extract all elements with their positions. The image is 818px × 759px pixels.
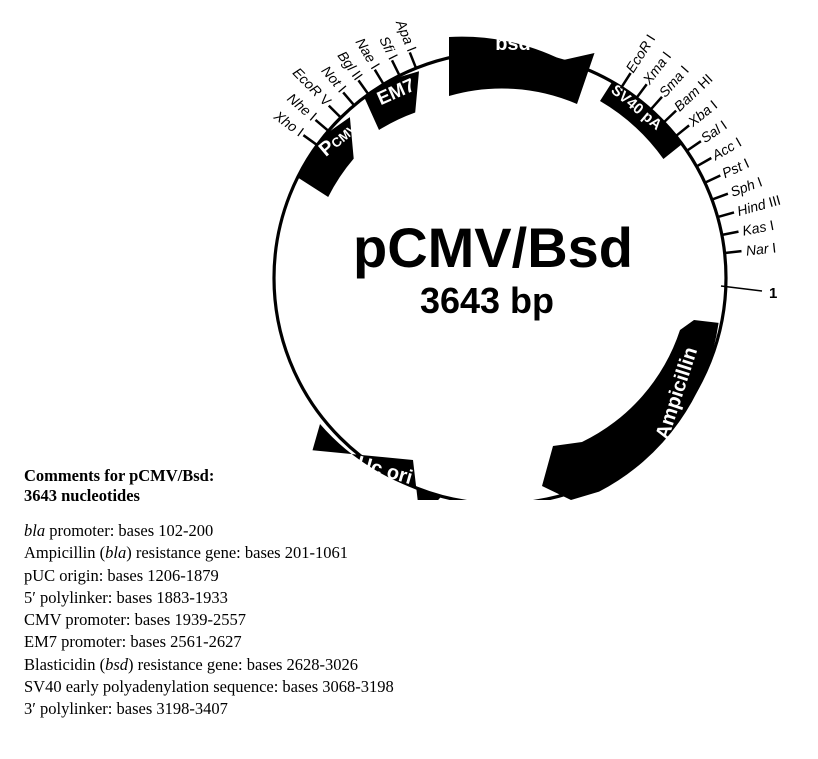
comment-line: bla promoter: bases 102-200 xyxy=(24,521,214,540)
site-tick xyxy=(703,174,721,185)
site-tick xyxy=(685,140,702,153)
plasmid-name: pCMV/Bsd xyxy=(353,216,633,279)
site-tick xyxy=(723,249,742,255)
site-label: Nar I xyxy=(745,239,777,258)
site-tick xyxy=(408,51,418,70)
site-suffix: I xyxy=(765,217,776,234)
plasmid-size: 3643 bp xyxy=(420,280,554,321)
comments-block: Comments for pCMV/Bsd: 3643 nucleotides … xyxy=(24,466,584,721)
comment-line: Ampicillin (bla) resistance gene: bases … xyxy=(24,543,348,563)
site-tick xyxy=(314,118,331,133)
site-tick xyxy=(649,95,663,112)
comment-italic: bla xyxy=(24,521,46,540)
site-label: Hind III xyxy=(735,192,782,219)
feature-arrow-ampicillin xyxy=(542,320,719,500)
feature-arrow-pcmv xyxy=(297,117,354,197)
site-tick xyxy=(390,59,402,78)
comment-line: SV40 early polyadenylation sequence: bas… xyxy=(24,677,394,697)
site-tick xyxy=(342,91,356,107)
feature-arrow-em7 xyxy=(364,71,419,130)
comment-italic: bla xyxy=(105,543,127,563)
feature-arrow-sv40pa xyxy=(600,80,682,159)
comments-nucleotides: 3643 nucleotides xyxy=(24,486,140,505)
feature-arrow-bsd xyxy=(449,36,595,105)
site-tick xyxy=(373,69,386,86)
site-tick xyxy=(634,83,648,100)
site-tick xyxy=(694,156,712,168)
comment-italic: bsd xyxy=(105,654,129,674)
origin-tick xyxy=(720,285,763,292)
site-tick xyxy=(302,134,319,147)
comment-line: EM7 promoter: bases 2561-2627 xyxy=(24,632,242,652)
comments-heading: Comments for pCMV/Bsd: 3643 nucleotides xyxy=(24,466,584,506)
site-name: Sfi xyxy=(376,34,398,57)
site-suffix: I xyxy=(767,239,776,256)
site-tick xyxy=(674,124,690,138)
comment-line: CMV promoter: bases 1939-2557 xyxy=(24,610,246,630)
site-label: Kas I xyxy=(741,217,775,239)
site-tick xyxy=(716,211,735,219)
feature-label-bsd: bsd xyxy=(495,33,531,55)
site-tick xyxy=(619,72,632,89)
site-tick xyxy=(720,230,739,237)
comments-title: Comments for pCMV/Bsd: xyxy=(24,466,215,485)
comment-line: pUC origin: bases 1206-1879 xyxy=(24,565,219,585)
site-tick xyxy=(710,192,729,202)
comment-line: 3′ polylinker: bases 3198-3407 xyxy=(24,699,228,719)
comment-line: 5′ polylinker: bases 1883-1933 xyxy=(24,587,228,607)
plasmid-map: PCMV EM7 bsd SV40 pA Ampicillin pUc ori … xyxy=(270,17,782,500)
origin-label: 1 xyxy=(769,285,777,302)
site-name: Hind xyxy=(735,196,768,219)
site-tick xyxy=(327,104,343,120)
feature-arrow-puc-ori xyxy=(312,424,442,500)
site-suffix: III xyxy=(763,192,782,212)
site-tick xyxy=(357,79,371,96)
site-name: Nar xyxy=(745,240,771,259)
site-name: Kas xyxy=(741,218,768,238)
site-tick xyxy=(662,109,677,124)
comment-line: Blasticidin (bsd) resistance gene: bases… xyxy=(24,654,359,674)
